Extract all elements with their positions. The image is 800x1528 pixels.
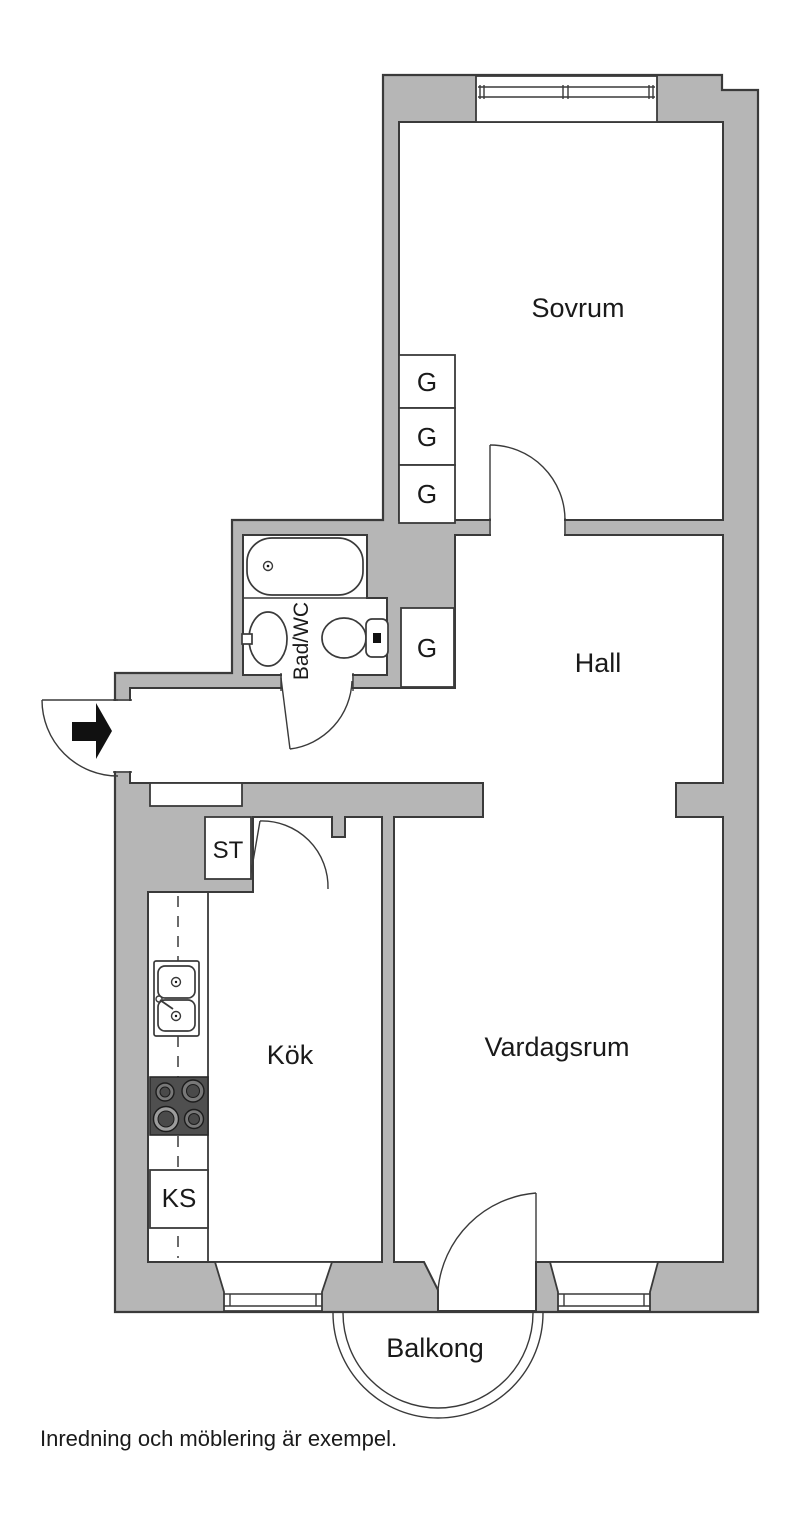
room-label-vardagsrum: Vardagsrum — [484, 1032, 629, 1062]
sovrum-door-opening — [489, 518, 566, 536]
closet-st: ST — [204, 816, 252, 880]
room-label-hall: Hall — [575, 648, 622, 678]
bathroom-sink — [241, 611, 288, 667]
wall-niche — [149, 782, 243, 807]
balkong-door — [437, 1192, 537, 1311]
badwc-door — [280, 677, 353, 750]
plan-caption: Inredning och möblering är exempel. — [40, 1426, 397, 1451]
fridge-ks: KS — [149, 1169, 209, 1229]
stove — [149, 1076, 209, 1136]
room-label-sovrum: Sovrum — [531, 293, 624, 323]
sovrum-window — [475, 75, 658, 123]
wardrobe-g2: G — [398, 407, 456, 466]
kok-window — [213, 1261, 334, 1312]
room-label-kok: Kök — [267, 1040, 314, 1070]
wardrobe-g2-label: G — [417, 422, 437, 452]
kitchen-sink — [153, 960, 200, 1037]
vardagsrum-window — [548, 1261, 660, 1312]
wardrobe-g3: G — [398, 464, 456, 524]
closet-st-label: ST — [213, 837, 244, 864]
room-label-balkong: Balkong — [386, 1333, 484, 1363]
balcony-outline — [332, 1312, 544, 1419]
wardrobe-g3-label: G — [417, 479, 437, 509]
sovrum-door — [489, 444, 566, 521]
room-label-badwc: Bad/WC — [290, 602, 313, 680]
wardrobe-hall-label: G — [417, 633, 437, 663]
fridge-ks-label: KS — [162, 1183, 197, 1213]
wardrobe-g1: G — [398, 354, 456, 409]
wardrobe-g1-label: G — [417, 367, 437, 397]
entry-door — [41, 699, 119, 777]
wardrobe-hall: G — [400, 607, 455, 688]
entry-door-opening — [113, 699, 132, 773]
toilet — [321, 617, 389, 659]
bathtub — [246, 537, 364, 596]
entry-arrow-icon — [72, 703, 112, 759]
